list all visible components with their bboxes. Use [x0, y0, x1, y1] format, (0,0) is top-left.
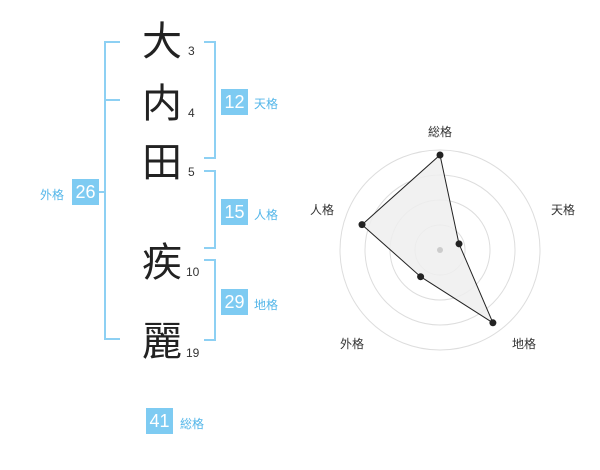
jinkaku-bracket [214, 170, 216, 249]
stroke-count-3: 5 [188, 165, 195, 179]
chikaku-label: 地格 [254, 298, 279, 312]
jinkaku-bracket-bottom [204, 247, 216, 249]
chikaku-bracket [214, 259, 216, 341]
chikaku-value: 29 [221, 289, 248, 315]
gaikaku-bracket-mid [104, 99, 120, 101]
radar-label-gaikaku: 外格 [340, 337, 365, 351]
jinkaku-label: 人格 [254, 208, 279, 222]
chikaku-bracket-bottom [204, 339, 216, 341]
stroke-count-2: 4 [188, 106, 195, 120]
tenkaku-value: 12 [221, 89, 248, 115]
radar-label-jinkaku: 人格 [310, 203, 335, 217]
radar-point-gaikaku [417, 273, 425, 281]
radar-label-chikaku: 地格 [512, 337, 537, 351]
stroke-count-4: 10 [186, 265, 200, 279]
radar-grid-ring [339, 149, 541, 351]
soukaku-label: 総格 [180, 417, 205, 431]
stroke-count-5: 19 [186, 346, 200, 360]
radar-label-soukaku: 総格 [428, 125, 453, 139]
name-char-5: 麗 [142, 319, 182, 365]
tenkaku-bracket [214, 41, 216, 159]
radar-score-polygon [361, 154, 494, 325]
gaikaku-bracket-connector [98, 191, 105, 193]
name-char-1: 大 [142, 19, 182, 65]
radar-points [358, 151, 497, 327]
soukaku-value: 41 [146, 408, 173, 434]
chikaku-bracket-top [204, 259, 216, 261]
jinkaku-bracket-top [204, 170, 216, 172]
gaikaku-bracket-bottom [104, 338, 120, 340]
tenkaku-bracket-bottom [204, 157, 216, 159]
gaikaku-bracket [104, 41, 106, 340]
fortune-radar-chart [339, 149, 541, 351]
radar-point-jinkaku [358, 221, 366, 229]
gaikaku-bracket-top [104, 41, 120, 43]
name-char-4: 疾 [142, 240, 182, 286]
stroke-count-1: 3 [188, 44, 195, 58]
name-char-3: 田 [142, 140, 182, 186]
radar-label-tenkaku: 天格 [551, 203, 576, 217]
gaikaku-value: 26 [72, 179, 99, 205]
radar-center-dot [437, 247, 443, 253]
name-char-2: 内 [142, 81, 182, 127]
radar-point-tenkaku [455, 240, 463, 248]
tenkaku-bracket-top [204, 41, 216, 43]
jinkaku-value: 15 [221, 199, 248, 225]
radar-point-soukaku [436, 151, 444, 159]
tenkaku-label: 天格 [254, 97, 279, 111]
gaikaku-label: 外格 [40, 188, 65, 202]
radar-point-chikaku [489, 319, 497, 327]
